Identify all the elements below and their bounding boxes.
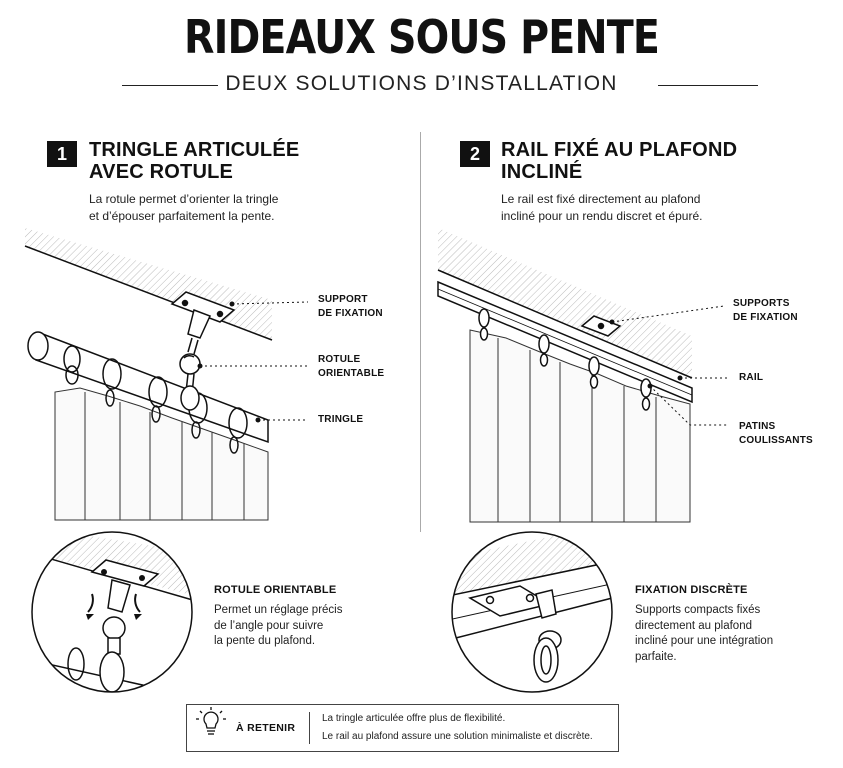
- right-callout-dots: [609, 319, 683, 389]
- right-ceiling: [437, 228, 693, 379]
- ball-joint-rotule: [179, 353, 201, 411]
- callout-line: RAIL: [739, 372, 764, 383]
- detail-line: la pente du plafond.: [214, 635, 316, 647]
- right-callout-leaders: [611, 305, 728, 426]
- retenir-line-2: Le rail au plafond assure une solution m…: [322, 731, 593, 742]
- section-2-description: Le rail est fixé directement au plafond …: [501, 191, 702, 225]
- section-2-desc-line1: Le rail est fixé directement au plafond: [501, 192, 701, 206]
- detail-line: incliné pour une intégration: [635, 635, 774, 647]
- retenir-separator: [309, 712, 310, 744]
- left-ceiling: [24, 228, 273, 341]
- detail-title: FIXATION DISCRÈTE: [635, 584, 748, 596]
- supports-fixation-right: [580, 315, 622, 337]
- callout-support-fixation: SUPPORT DE FIXATION: [318, 293, 383, 321]
- detail-line: parfaite.: [635, 650, 677, 663]
- section-1-title-line2: AVEC ROTULE: [89, 161, 234, 183]
- detail-rotule-text: ROTULE ORIENTABLE Permet un réglage préc…: [214, 584, 342, 650]
- left-callout-dots: [197, 301, 261, 423]
- callout-line: ROTULE: [318, 354, 361, 365]
- detail-circle-fixation: [451, 531, 613, 693]
- lightbulb-icon: [196, 707, 226, 735]
- callout-line: DE FIXATION: [318, 308, 383, 319]
- left-callout-leaders: [200, 301, 309, 421]
- section-1-title-line1: TRINGLE ARTICULÉE: [89, 139, 300, 161]
- retenir-line-1: La tringle articulée offre plus de flexi…: [322, 713, 506, 724]
- detail-circle-rotule: [31, 531, 193, 693]
- callout-line: SUPPORTS: [733, 298, 790, 309]
- callout-supports-fixation: SUPPORTS DE FIXATION: [733, 297, 798, 325]
- section-1-description: La rotule permet d’orienter la tringle e…: [89, 191, 278, 225]
- rail: [437, 280, 693, 404]
- callout-tringle: TRINGLE: [318, 413, 363, 427]
- subtitle-rule-left: [122, 85, 218, 86]
- retenir-label: À RETENIR: [236, 722, 296, 734]
- section-2-title-line2: INCLINÉ: [501, 161, 583, 183]
- callout-line: DE FIXATION: [733, 312, 798, 323]
- page-title: RIDEAUX SOUS PENTE: [183, 10, 660, 64]
- callout-line: TRINGLE: [318, 414, 364, 425]
- right-curtain: [469, 329, 691, 523]
- section-1-desc-line1: La rotule permet d’orienter la tringle: [89, 192, 279, 206]
- callout-line: SUPPORT: [318, 294, 368, 305]
- retenir-box: [186, 704, 619, 752]
- detail-fixation-text: FIXATION DISCRÈTE Supports compacts fixé…: [635, 584, 773, 665]
- column-divider: [420, 132, 421, 532]
- callout-line: PATINS: [739, 421, 776, 432]
- section-1-title: TRINGLE ARTICULÉE AVEC ROTULE: [89, 139, 299, 183]
- detail-line: Supports compacts fixés: [635, 604, 761, 616]
- callout-rotule-orientable: ROTULE ORIENTABLE: [318, 353, 384, 381]
- callout-line: ORIENTABLE: [318, 368, 385, 379]
- callout-line: COULISSANTS: [739, 435, 813, 446]
- detail-line: Permet un réglage précis: [214, 604, 343, 616]
- section-2-desc-line2: incliné pour un rendu discret et épuré.: [501, 209, 703, 223]
- left-curtain: [54, 387, 269, 521]
- support-fixation-left: [170, 291, 236, 355]
- detail-line: de l’angle pour suivre: [214, 619, 324, 632]
- section-1-number: 1: [47, 141, 77, 167]
- section-2-title: RAIL FIXÉ AU PLAFOND INCLINÉ: [501, 139, 737, 183]
- callout-patins-coulissants: PATINS COULISSANTS: [739, 420, 813, 448]
- section-2-number: 2: [460, 141, 490, 167]
- section-1-desc-line2: et d’épouser parfaitement la pente.: [89, 209, 275, 223]
- page-subtitle: DEUX SOLUTIONS D’INSTALLATION: [225, 72, 618, 95]
- detail-title: ROTULE ORIENTABLE: [214, 584, 337, 596]
- callout-rail: RAIL: [739, 371, 763, 385]
- detail-line: directement au plafond: [635, 619, 752, 632]
- subtitle-rule-right: [658, 85, 758, 86]
- section-2-title-line1: RAIL FIXÉ AU PLAFOND: [501, 139, 738, 161]
- rail-runners-patins: [478, 308, 652, 411]
